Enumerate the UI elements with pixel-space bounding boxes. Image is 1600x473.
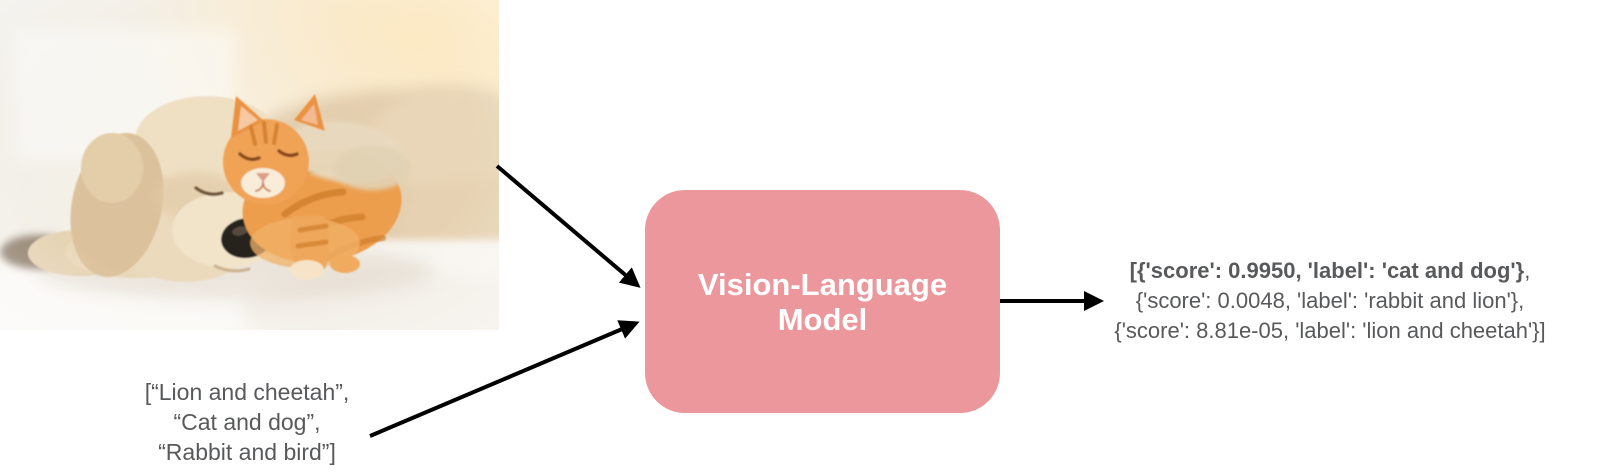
arrow-image-to-model <box>495 164 641 288</box>
output-line-1-rest: , <box>1524 258 1531 283</box>
arrow-labels-to-model <box>369 320 640 438</box>
candidate-labels-list: [“Lion and cheetah”, “Cat and dog”, “Rab… <box>107 377 387 467</box>
model-box: Vision-Language Model <box>645 190 1000 413</box>
candidate-label-line: “Rabbit and bird”] <box>158 439 336 465</box>
candidate-label-line: [“Lion and cheetah”, <box>144 379 350 405</box>
puppy-kitten-photo <box>0 0 499 330</box>
candidate-label-line: “Cat and dog”, <box>173 409 321 435</box>
output-line-1-bold: [{'score': 0.9950, 'label': 'cat and dog… <box>1129 258 1525 283</box>
output-line-3: {'score': 8.81e-05, 'label': 'lion and c… <box>1114 318 1546 343</box>
output-line-1: [{'score': 0.9950, 'label': 'cat and dog… <box>1082 256 1578 286</box>
model-label: Vision-Language Model <box>697 266 948 337</box>
output-line-2: {'score': 0.0048, 'label': 'rabbit and l… <box>1135 288 1525 313</box>
input-image <box>0 0 499 330</box>
output-predictions: [{'score': 0.9950, 'label': 'cat and dog… <box>1082 256 1578 346</box>
